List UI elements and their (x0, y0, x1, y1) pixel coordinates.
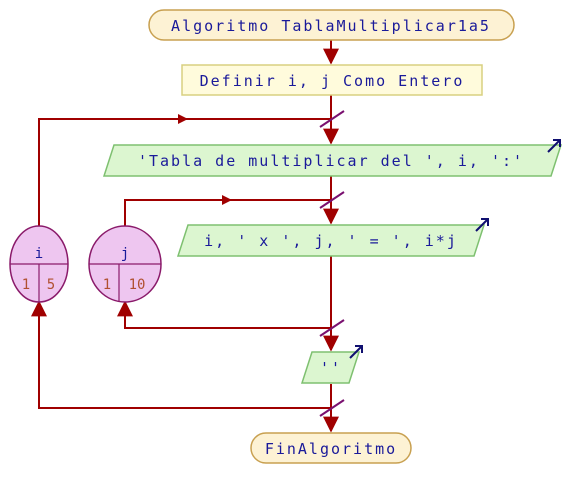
start-label: Algoritmo TablaMultiplicar1a5 (171, 17, 491, 35)
output-arrow-icon (349, 345, 363, 359)
junction-mark-outer (319, 110, 345, 128)
junction-mark-inner-back (319, 319, 345, 337)
define-node[interactable]: Definir i, j Como Entero (181, 64, 483, 96)
outer-loop-var: i (35, 246, 43, 262)
output-arrow-icon (475, 218, 489, 232)
outer-loop-top-line (38, 118, 331, 226)
inner-loop-node[interactable]: j 1 10 (88, 225, 162, 303)
start-node[interactable]: Algoritmo TablaMultiplicar1a5 (148, 9, 515, 41)
junction-marks (319, 110, 345, 417)
end-label: FinAlgoritmo (265, 440, 397, 458)
inner-loop-direction-arrow (222, 195, 232, 205)
inner-loop-to: 10 (129, 277, 146, 293)
outer-loop-from: 1 (22, 277, 30, 293)
write-blank-label: '' (320, 359, 342, 377)
junction-mark-outer-back (319, 399, 345, 417)
inner-loop-from: 1 (103, 277, 111, 293)
connectors (31, 40, 339, 433)
inner-loop-return-line (117, 300, 331, 329)
write-row-node[interactable]: i, ' x ', j, ' = ', i*j (176, 218, 489, 257)
output-arrow-icon (547, 139, 561, 153)
outer-loop-to: 5 (47, 277, 55, 293)
write-header-label: 'Tabla de multiplicar del ', i, ':' (138, 152, 524, 170)
outer-loop-return-line (31, 300, 331, 409)
define-label: Definir i, j Como Entero (200, 72, 465, 90)
junction-mark-inner (319, 191, 345, 209)
end-node[interactable]: FinAlgoritmo (250, 432, 412, 464)
write-header-node[interactable]: 'Tabla de multiplicar del ', i, ':' (102, 139, 563, 177)
inner-loop-top-line (124, 199, 331, 226)
outer-loop-direction-arrow (178, 114, 188, 124)
inner-loop-var: j (121, 246, 129, 262)
write-blank-node[interactable]: '' (300, 345, 363, 384)
write-row-label: i, ' x ', j, ' = ', i*j (204, 232, 458, 250)
outer-loop-node[interactable]: i 1 5 (9, 225, 69, 303)
